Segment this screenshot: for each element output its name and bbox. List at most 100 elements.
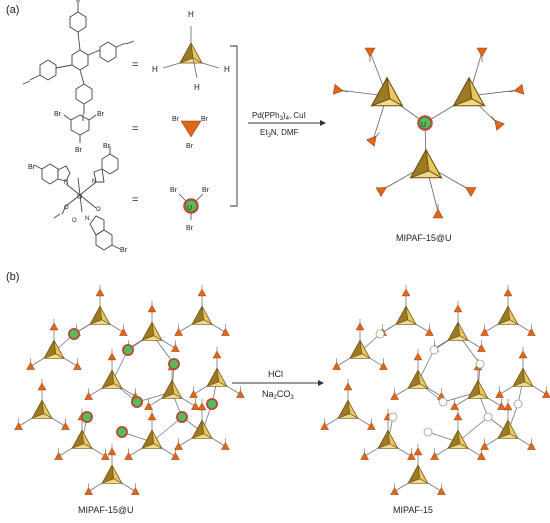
triangle-node xyxy=(401,284,411,297)
h-atom-top: H xyxy=(188,10,194,19)
triangle-node xyxy=(320,418,329,430)
triangle-node xyxy=(221,324,230,336)
equals-1: = xyxy=(132,59,138,71)
vacant-site xyxy=(438,397,448,407)
tetrahedron-node xyxy=(89,305,111,325)
o-atom-1: O xyxy=(64,205,69,211)
h-atom-bottom: H xyxy=(194,83,200,92)
triangle-node xyxy=(61,418,70,430)
tetrahedron-node xyxy=(512,367,534,387)
triangle-node xyxy=(84,388,93,400)
tetrahedron-node xyxy=(101,464,123,484)
uranium-building-unit xyxy=(178,193,204,220)
triangle-node xyxy=(174,438,183,450)
triangle-node xyxy=(236,386,245,398)
o-atom-3: O xyxy=(72,218,77,224)
tetrahedron-node xyxy=(191,305,213,325)
tetrahedron-node xyxy=(407,464,429,484)
triangle-node xyxy=(101,448,110,460)
br-atom-7: Br xyxy=(170,187,178,194)
u-atom-product: U xyxy=(421,122,426,129)
br-atom-uranyl-3: Br xyxy=(120,247,128,254)
tetrahedron-node xyxy=(191,419,213,439)
reaction-conditions-catalyst: Pd(PPh3)4, CuI xyxy=(252,111,306,122)
triangle-node xyxy=(425,324,434,336)
triangle-node xyxy=(503,284,513,297)
triangle-node xyxy=(480,438,489,450)
triangle-node xyxy=(497,398,506,410)
triangle-node xyxy=(147,408,157,421)
triangle-node xyxy=(480,324,489,336)
uranium-node xyxy=(67,327,81,341)
tetrahedron-node xyxy=(141,321,163,341)
br-atom-1: Br xyxy=(54,111,62,118)
triangle-node xyxy=(191,398,200,410)
triangle-node xyxy=(453,408,463,421)
h-atom-left: H xyxy=(152,65,158,74)
triangle-node xyxy=(367,418,376,430)
triangle-node xyxy=(477,448,486,460)
triangle-node xyxy=(407,448,416,460)
triangle-node xyxy=(144,398,153,410)
triangle-node xyxy=(189,386,198,398)
vacant-site xyxy=(429,345,439,355)
tetrahedron-node xyxy=(71,429,93,449)
network-label-left: MIPAF-15@U xyxy=(78,505,133,515)
triangle-node xyxy=(477,340,486,352)
n-atom-2: N xyxy=(92,179,96,185)
reaction-arrowhead-b xyxy=(318,380,324,386)
tetrahedral-building-unit xyxy=(162,26,220,79)
vacant-site xyxy=(423,427,433,437)
tetrahedron-node xyxy=(43,339,65,359)
vacant-site xyxy=(475,359,485,369)
triangle-node xyxy=(107,348,117,361)
triangle-node xyxy=(527,324,536,336)
tetraalkyne-molecule xyxy=(22,0,135,121)
uranium-node xyxy=(175,410,189,424)
u-atom-center: U xyxy=(77,194,82,201)
br-atom-2: Br xyxy=(97,111,105,118)
network-linker xyxy=(457,416,489,443)
triangle-node xyxy=(107,443,117,456)
br-atom-4: Br xyxy=(172,116,180,123)
tetrahedron-node xyxy=(161,379,183,399)
triangle-node xyxy=(131,483,140,495)
reaction-arrowhead-a xyxy=(320,120,326,126)
reaction-conditions-solvent: Et3N, DMF xyxy=(260,128,299,139)
panel-b-label: (b) xyxy=(6,271,19,283)
equals-3: = xyxy=(132,194,138,206)
triangle-node xyxy=(119,324,128,336)
vacant-site xyxy=(483,412,493,422)
triangle-node xyxy=(379,358,388,370)
uranium-node xyxy=(80,410,94,424)
reagent-na2co3: Na2CO3 xyxy=(262,389,294,401)
equals-2: = xyxy=(132,123,138,135)
tetrahedron-node xyxy=(395,305,417,325)
triangle-node xyxy=(54,448,63,460)
tetrahedron-node xyxy=(206,367,228,387)
tribromobenzene-molecule xyxy=(63,114,97,143)
tetrahedron-node xyxy=(497,419,519,439)
triangle-node xyxy=(49,318,59,331)
triangle-node xyxy=(413,443,423,456)
n-atom-3: N xyxy=(85,216,89,222)
br-atom-9: Br xyxy=(186,225,194,232)
triangle-node xyxy=(355,318,365,331)
triangle-node xyxy=(390,483,399,495)
vacant-site xyxy=(513,399,523,409)
br-atom-6: Br xyxy=(186,143,194,150)
triangle-node xyxy=(527,438,536,450)
triangle-node xyxy=(430,448,439,460)
triangle-node xyxy=(212,346,222,359)
tetrahedron-node xyxy=(349,339,371,359)
triangle-node xyxy=(390,388,399,400)
triangle-node xyxy=(174,324,183,336)
uranium-node xyxy=(121,343,135,357)
tetrahedron-node xyxy=(407,369,429,389)
triangle-node xyxy=(171,340,180,352)
mipaf-15u-product-unit xyxy=(332,47,525,219)
product-label-a: MIPAF-15@U xyxy=(396,233,451,243)
uranyl-complex-molecule xyxy=(33,146,121,251)
triangle-node xyxy=(542,386,550,398)
